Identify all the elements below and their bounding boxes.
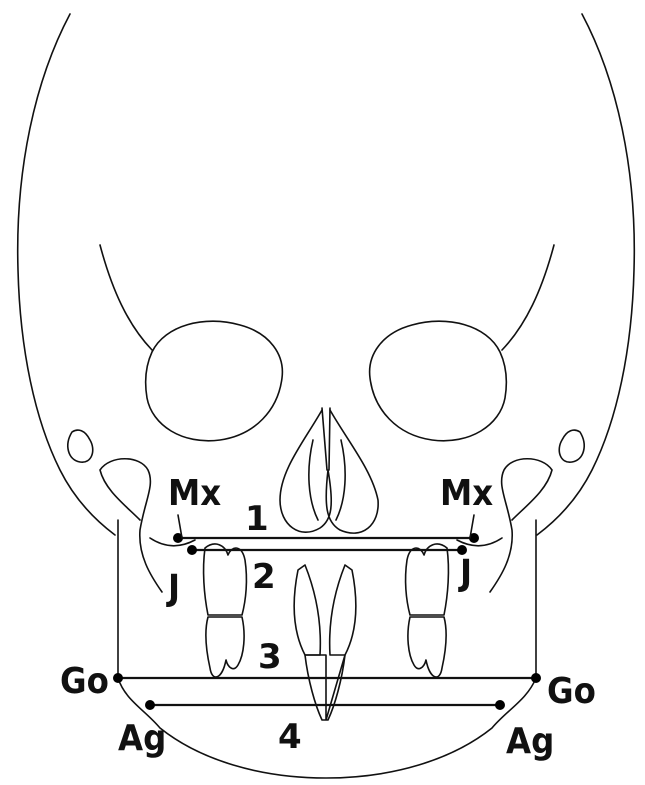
lower-incisors: [305, 655, 345, 720]
upper-incisors: [294, 565, 356, 655]
mandible-outline: [118, 678, 536, 778]
go-left-point: [113, 673, 123, 683]
left-lower-molar: [206, 617, 244, 677]
measurement-label-4: 4: [278, 717, 302, 757]
left-temporal-line: [100, 245, 152, 350]
j-left-point: [187, 545, 197, 555]
mx-left-label: Mx: [168, 473, 221, 514]
cranium-outline: [18, 14, 115, 535]
ag-left-point: [145, 700, 155, 710]
left-orbit: [146, 321, 283, 441]
cranium-outline-right: [537, 14, 634, 535]
j-right-label: J: [458, 553, 472, 594]
right-upper-molar: [406, 544, 449, 615]
right-maxilla-arc: [457, 538, 502, 546]
mx-right-label: Mx: [440, 473, 493, 514]
left-mastoid: [68, 430, 93, 462]
right-lower-molar: [408, 617, 446, 677]
right-zygomatic: [490, 459, 552, 592]
ag-right-point: [495, 700, 505, 710]
left-zygomatic: [100, 459, 162, 592]
ag-left-label: Ag: [118, 718, 166, 759]
go-right-point: [531, 673, 541, 683]
measurement-label-3: 3: [258, 637, 282, 677]
left-upper-molar: [204, 544, 247, 615]
nasal-bone: [322, 408, 330, 470]
j-left-label: J: [166, 568, 180, 609]
go-left-label: Go: [60, 661, 109, 702]
right-orbit: [370, 321, 507, 441]
measurement-label-2: 2: [252, 557, 276, 597]
ag-right-label: Ag: [506, 721, 554, 762]
right-temporal-line: [502, 245, 554, 350]
measurement-label-1: 1: [245, 499, 269, 539]
go-right-label: Go: [547, 671, 596, 712]
left-maxilla-arc: [150, 538, 195, 546]
right-mastoid: [559, 430, 584, 462]
